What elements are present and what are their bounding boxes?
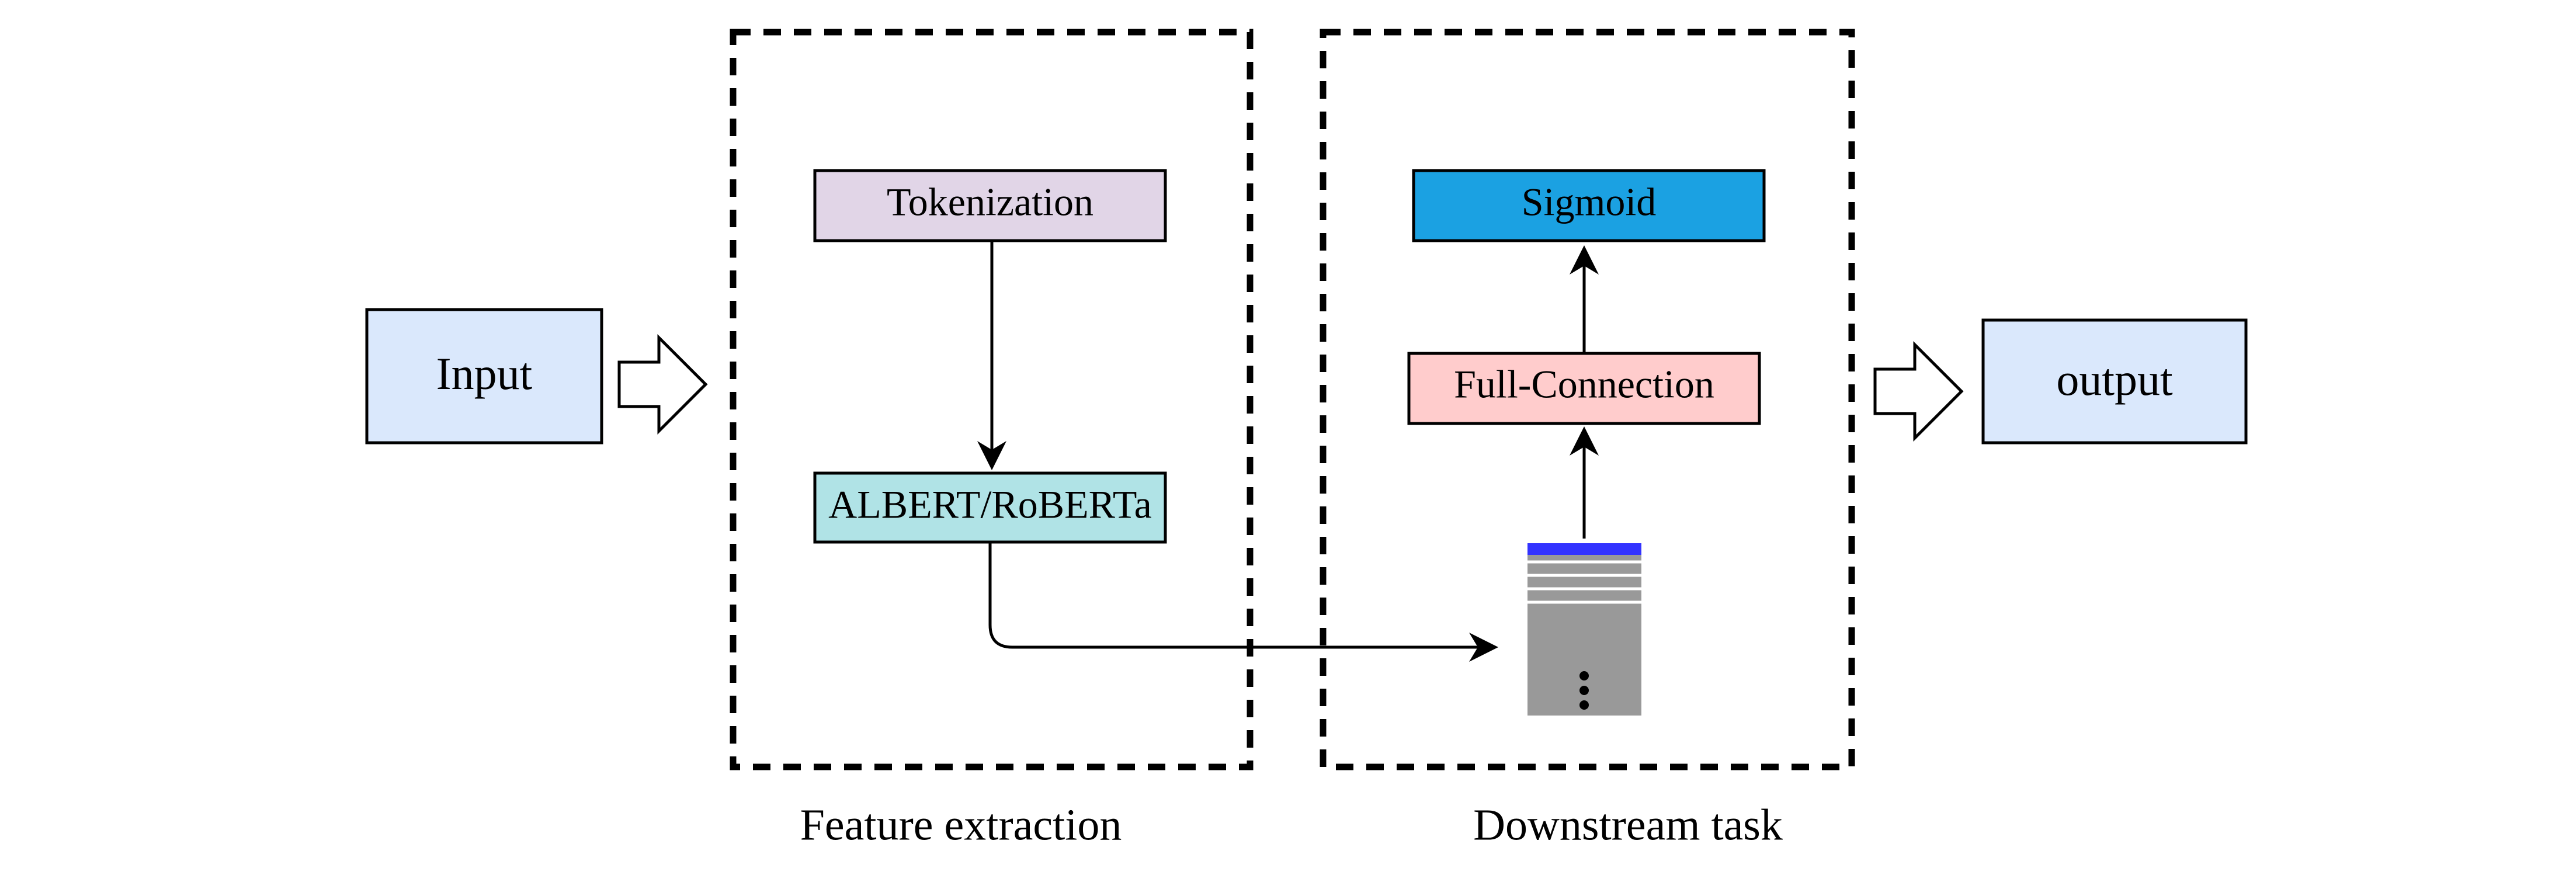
tokenization-label: Tokenization <box>887 180 1093 224</box>
output-node: output <box>1981 318 2248 445</box>
albert-roberta-node: ALBERT/RoBERTa <box>813 471 1167 544</box>
sigmoid-node: Sigmoid <box>1412 169 1766 242</box>
full-connection-label: Full-Connection <box>1454 362 1714 407</box>
tokenization-node: Tokenization <box>813 169 1167 242</box>
downstream-task-caption: Downstream task <box>1473 800 1783 849</box>
feature-extraction-frame <box>730 29 1254 770</box>
albert-roberta-label: ALBERT/RoBERTa <box>828 482 1152 527</box>
block-arrow-right-icon <box>1873 341 1964 442</box>
sigmoid-label: Sigmoid <box>1522 180 1657 224</box>
vector-stack-icon <box>1527 543 1641 716</box>
input-label: Input <box>436 348 533 399</box>
feature-extraction-caption: Feature extraction <box>800 800 1122 849</box>
output-label: output <box>2056 354 2173 405</box>
encoder-to-vector-arrow <box>988 542 1498 662</box>
downstream-task-frame <box>1320 29 1855 770</box>
full-connection-node: Full-Connection <box>1407 352 1761 425</box>
input-node: Input <box>365 308 603 445</box>
block-arrow-right-icon <box>617 334 708 435</box>
